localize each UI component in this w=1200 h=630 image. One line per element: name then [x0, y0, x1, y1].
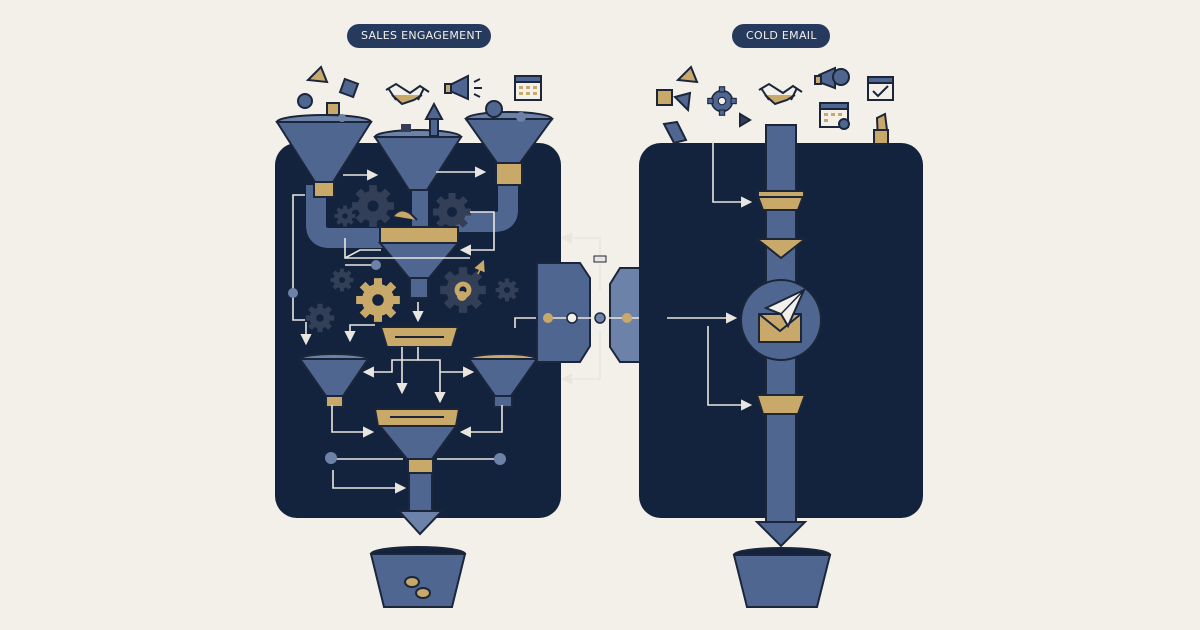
- gear-icon: [707, 86, 737, 116]
- flow-connectors: [292, 166, 548, 494]
- sales-engagement-panel: [275, 111, 561, 536]
- result-bucket-left: [369, 546, 467, 608]
- funnel-center-upper: [377, 209, 461, 299]
- funnel-lower-left: [298, 353, 370, 408]
- calendar-icon: [819, 102, 850, 130]
- funnel-lower-right: [467, 353, 539, 408]
- sorting-box: [379, 326, 460, 348]
- gear-icon: [352, 185, 394, 227]
- calendar-check-icon: [867, 76, 894, 101]
- result-bucket-right: [732, 547, 832, 608]
- gear-icon: [356, 278, 400, 322]
- cold-email-panel: [639, 124, 923, 548]
- handshake-icon: [758, 82, 803, 106]
- gear-icon: [334, 205, 356, 227]
- handshake-icon: [385, 82, 430, 106]
- cold-email-label: COLD EMAIL: [732, 24, 830, 48]
- gear-icon: [330, 268, 354, 292]
- sales-engagement-label: SALES ENGAGEMENT: [347, 24, 491, 48]
- funnel-bottom: [373, 408, 461, 536]
- connector-nodes: [288, 260, 506, 465]
- paper-plane-envelope-icon: [740, 279, 822, 361]
- gear-icon: [433, 193, 471, 231]
- arrow-up-icon: [424, 101, 444, 137]
- gear-icon: [495, 278, 519, 302]
- calendar-icon: [514, 75, 542, 101]
- shapes-icon: [873, 112, 890, 145]
- shapes-icon: [297, 65, 526, 132]
- funnel-top-left: [275, 114, 373, 198]
- megaphone-icon: [814, 66, 850, 90]
- funnel-top-right: [464, 111, 554, 186]
- megaphone-icon: [444, 74, 482, 101]
- gear-icon: [305, 303, 335, 333]
- gear-icon: [440, 267, 486, 313]
- shapes-icon: [656, 65, 752, 145]
